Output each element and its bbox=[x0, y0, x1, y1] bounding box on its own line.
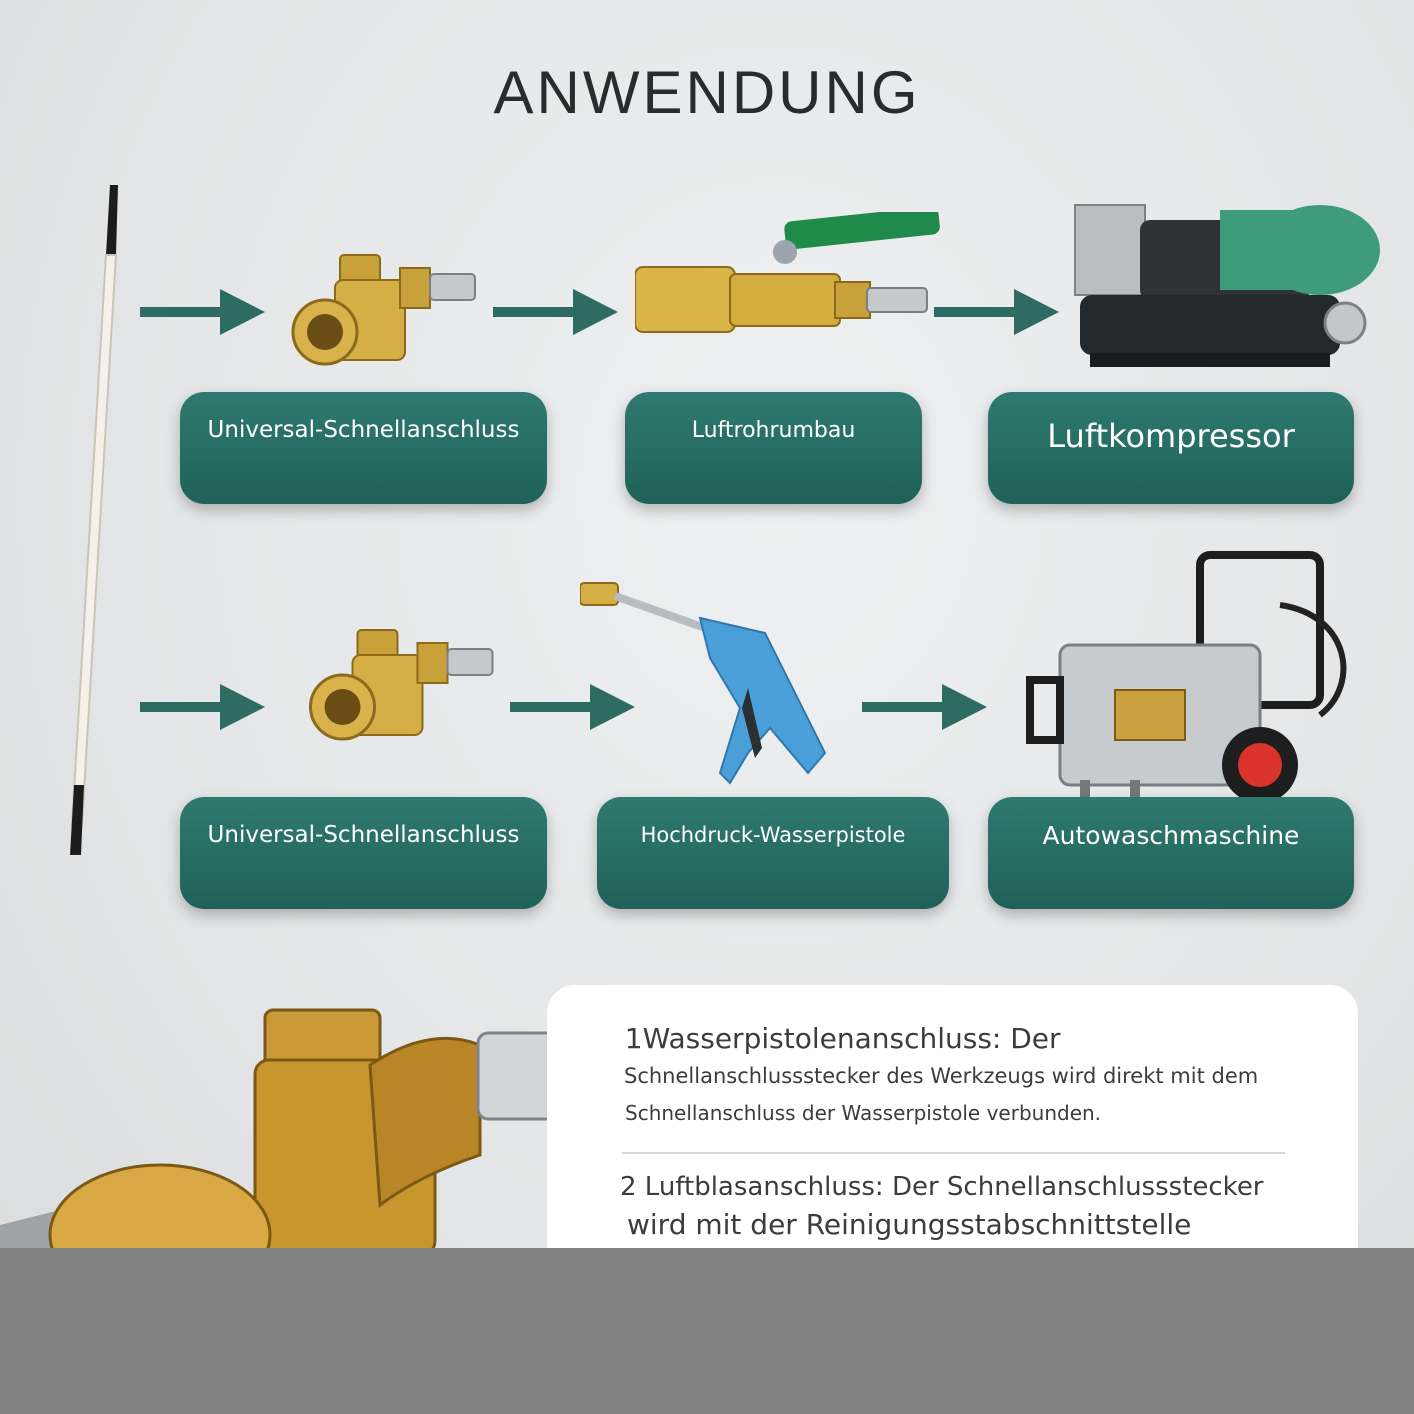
quick-coupler-icon bbox=[295, 625, 510, 750]
label-text: Universal-Schnellanschluss bbox=[207, 417, 520, 443]
arrow-right-icon bbox=[510, 682, 635, 732]
air-compressor-icon bbox=[1070, 195, 1380, 405]
info-item-1-body: Schnellanschluss der Wasserpistole verbu… bbox=[625, 1101, 1102, 1125]
arrow-right-icon bbox=[862, 682, 987, 732]
brass-fitting-closeup-icon bbox=[0, 1005, 590, 1255]
label-text: Luftrohrumbau bbox=[691, 417, 856, 443]
info-item-2-heading: 2 Luftblasanschluss: Der Schnellanschlus… bbox=[620, 1172, 1264, 1202]
label-universal-coupler-2: Universal-Schnellanschluss bbox=[180, 797, 547, 909]
info-divider bbox=[622, 1152, 1285, 1154]
label-text: Hochdruck-Wasserpistole bbox=[640, 823, 906, 847]
page-title: ANWENDUNG bbox=[493, 59, 921, 126]
label-air-pipe-conversion: Luftrohrumbau bbox=[625, 392, 922, 504]
label-high-pressure-gun: Hochdruck-Wasserpistole bbox=[597, 797, 949, 909]
label-text: Luftkompressor bbox=[1047, 417, 1295, 455]
arrow-right-icon bbox=[934, 287, 1059, 337]
label-air-compressor: Luftkompressor bbox=[988, 392, 1354, 504]
label-text: Universal-Schnellanschluss bbox=[207, 822, 520, 848]
arrow-right-icon bbox=[493, 287, 618, 337]
ball-valve-adapter-icon bbox=[635, 212, 945, 342]
info-item-2-body: wird mit der Reinigungsstabschnittstelle bbox=[627, 1208, 1192, 1241]
bottom-band bbox=[0, 1248, 1414, 1414]
spray-gun-icon bbox=[580, 578, 835, 788]
info-item-1-heading: 1Wasserpistolenanschluss: Der bbox=[622, 1022, 1061, 1055]
quick-coupler-icon bbox=[280, 250, 490, 375]
label-universal-coupler-1: Universal-Schnellanschluss bbox=[180, 392, 547, 504]
label-car-wash-machine: Autowaschmaschine bbox=[988, 797, 1354, 909]
info-card bbox=[547, 985, 1358, 1285]
cleaning-rod-icon bbox=[60, 185, 140, 865]
label-text: Autowaschmaschine bbox=[1042, 820, 1300, 850]
pressure-washer-icon bbox=[1020, 545, 1365, 810]
arrow-right-icon bbox=[140, 287, 265, 337]
info-item-1-body: Schnellanschlussstecker des Werkzeugs wi… bbox=[624, 1064, 1259, 1088]
arrow-right-icon bbox=[140, 682, 265, 732]
